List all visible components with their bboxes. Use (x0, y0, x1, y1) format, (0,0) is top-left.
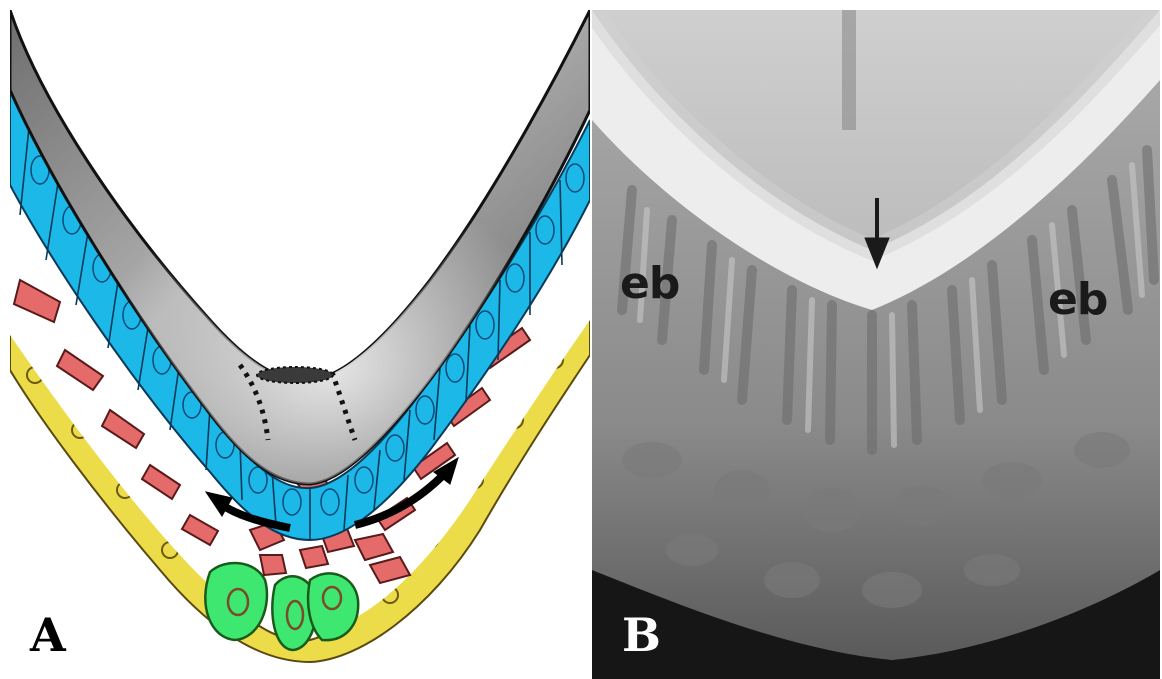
label-eb-left: eb (620, 262, 679, 306)
bottom-cells (205, 563, 358, 650)
schematic-drawing (10, 10, 590, 672)
label-eb-right: eb (1048, 278, 1107, 322)
panel-letter-b: B (622, 612, 661, 658)
panel-letter-a: A (30, 612, 66, 658)
slit (257, 367, 333, 383)
micrograph-image (592, 10, 1160, 679)
panel-a-schematic: A (10, 10, 590, 672)
panel-b-micrograph: eb eb B (592, 10, 1160, 679)
